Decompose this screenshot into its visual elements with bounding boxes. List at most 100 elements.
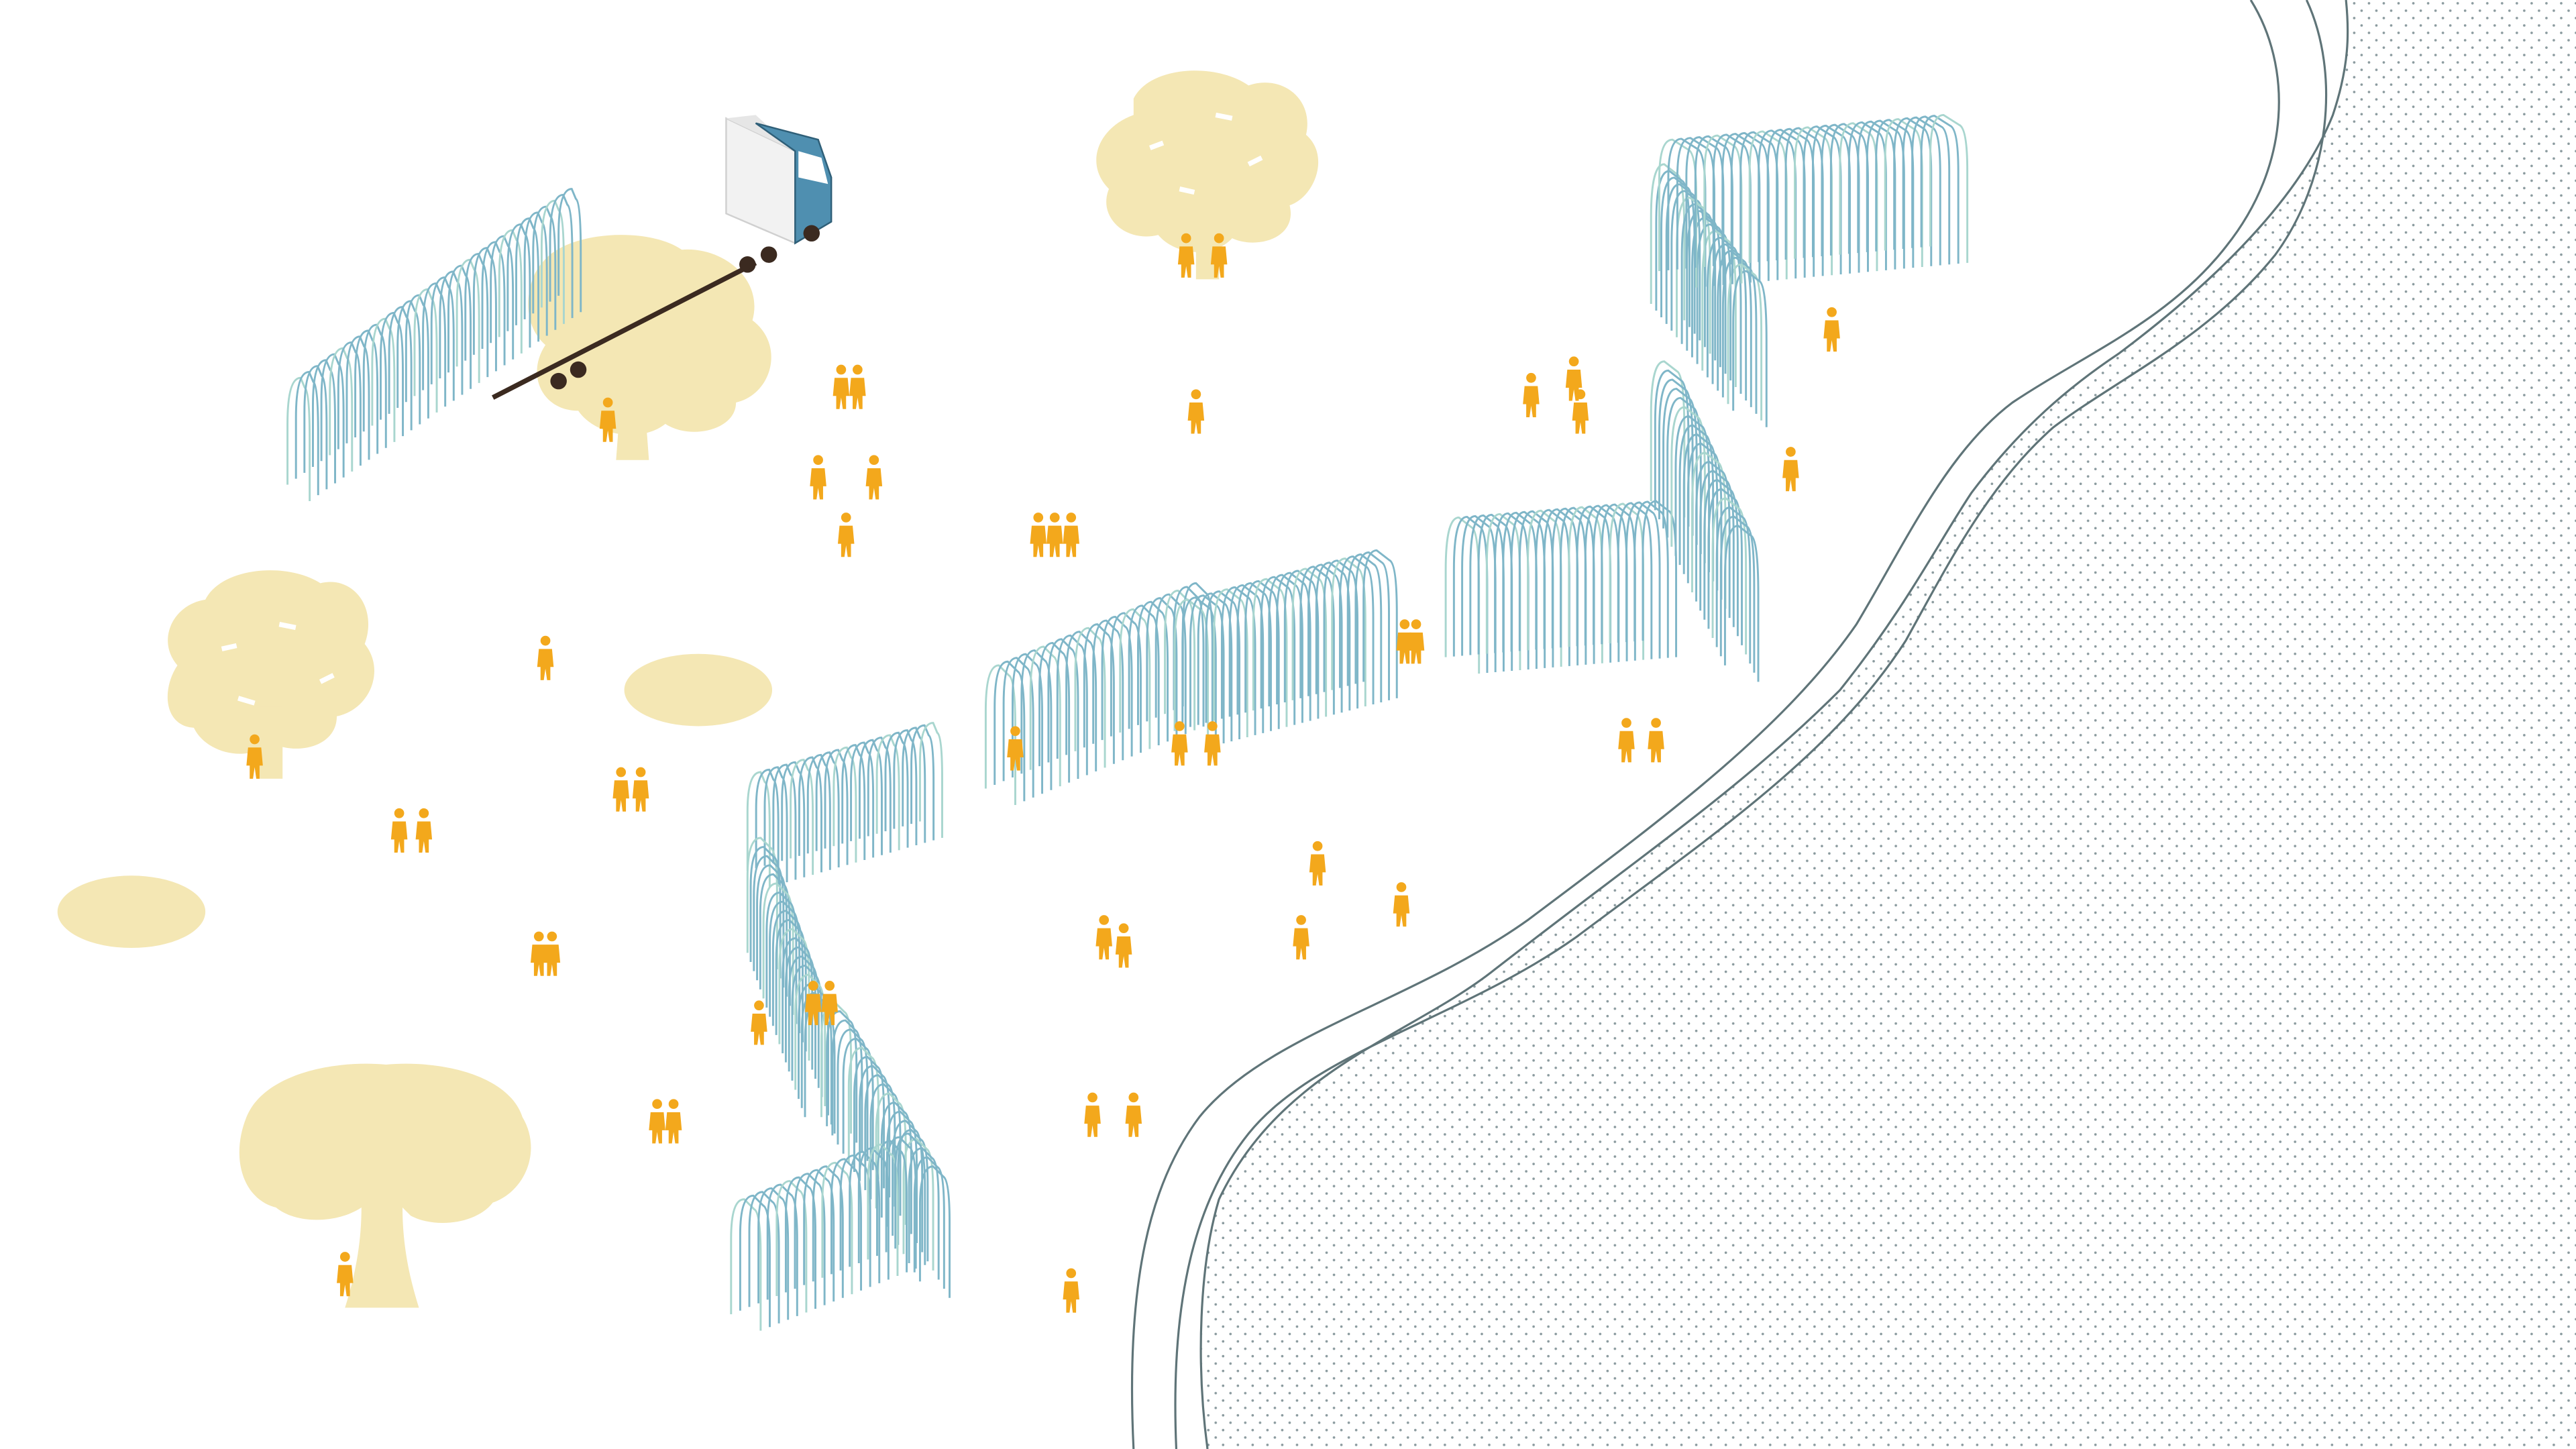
people	[246, 233, 1840, 1313]
pavilion-rib	[875, 1092, 907, 1225]
pavilion-rib	[1674, 415, 1711, 573]
pavilion-rib	[821, 1161, 853, 1295]
person-icon	[1204, 721, 1221, 766]
pavilion-rib	[311, 359, 336, 484]
pavilion-rib	[790, 759, 814, 875]
person-icon	[1523, 372, 1540, 418]
pavilion-rib	[849, 1150, 881, 1283]
pavilion-rib	[833, 746, 857, 863]
pavilion-rib	[354, 329, 379, 454]
pavilion-rib	[1719, 515, 1756, 673]
pavilion-rib	[1695, 460, 1731, 619]
pavilion-rib	[820, 1001, 853, 1134]
person-icon	[415, 808, 433, 853]
person-icon	[1309, 841, 1326, 885]
pavilion-rib	[1717, 250, 1752, 407]
person-icon	[1407, 619, 1425, 664]
pavilion-rib	[762, 882, 794, 1015]
pavilion-rib	[826, 1010, 858, 1143]
pavilion-rib	[1727, 263, 1763, 421]
pavilion-rib	[775, 1180, 808, 1313]
pavilion-rib	[1011, 653, 1044, 794]
pavilion-rib	[815, 751, 840, 868]
pavilion-rib	[893, 729, 918, 845]
pavilion-rib	[864, 1074, 896, 1207]
pavilion-rib	[885, 1136, 917, 1269]
person-icon	[1572, 389, 1589, 434]
pavilion-rib	[1633, 500, 1669, 658]
pavilion-rib	[880, 1102, 912, 1234]
person-icon	[751, 1000, 767, 1045]
trees	[57, 70, 1319, 1308]
pavilion-rib	[1678, 424, 1715, 582]
person-icon	[849, 364, 866, 409]
shoreline-outer	[1130, 0, 2280, 1449]
pavilion-rib	[759, 873, 791, 1006]
pavilion-rib	[749, 846, 782, 979]
pavilion-rib	[481, 241, 506, 366]
pavilion-rib	[1029, 645, 1061, 787]
pavilion-rib	[830, 1158, 863, 1291]
pavilion-rib	[532, 205, 557, 330]
pavilion-rib	[730, 1198, 762, 1331]
pavilion-rib	[1101, 616, 1133, 757]
pavilion-rib	[918, 722, 943, 838]
person-icon	[1648, 718, 1664, 763]
pavilion-rib	[1711, 497, 1748, 655]
pavilion-rib	[837, 1028, 869, 1161]
pavilion-rib	[765, 892, 798, 1024]
pavilion-rib	[371, 317, 396, 442]
person-icon	[865, 455, 883, 500]
pavilion-rib	[869, 1083, 902, 1216]
person-icon	[337, 1252, 354, 1297]
pavilion-module	[1650, 360, 1760, 682]
pavilion-rib	[523, 211, 548, 336]
pavilion-rib	[775, 918, 807, 1052]
pavilion-rib	[464, 252, 489, 378]
pavilion-rib	[549, 193, 574, 319]
person-icon	[821, 981, 838, 1026]
pavilion-rib	[1625, 501, 1661, 659]
pavilion-rib	[515, 217, 540, 342]
pavilion-rib	[812, 1165, 844, 1298]
pavilion-rib	[498, 229, 523, 354]
pavilion-rib	[472, 247, 497, 372]
truck-window	[798, 151, 828, 184]
pavilion-rib	[430, 276, 455, 401]
pavilion-rib	[1655, 170, 1690, 327]
pavilion-rib	[1164, 590, 1196, 731]
pavilion-rib	[858, 739, 883, 855]
pavilion-rib	[1146, 597, 1178, 738]
pavilion-rib	[918, 1165, 951, 1298]
person-icon	[1396, 619, 1413, 664]
pavilion-rib	[769, 900, 801, 1034]
person-icon	[543, 931, 561, 976]
baobab-tree-icon	[239, 1063, 531, 1308]
pavilion-rib	[784, 1176, 816, 1309]
person-icon	[599, 397, 616, 442]
person-icon	[632, 767, 649, 812]
person-icon	[1293, 915, 1309, 960]
pavilion-rib	[1699, 470, 1735, 627]
person-icon	[246, 734, 263, 779]
pavilion-rib	[876, 1140, 908, 1273]
pavilion-rib	[748, 1191, 780, 1324]
pavilion-rib	[847, 1046, 879, 1179]
pavilion-rib	[766, 1183, 798, 1316]
pavilion-module	[746, 722, 943, 888]
pavilion-rib	[842, 1037, 874, 1171]
truck-wheel	[570, 361, 587, 378]
pavilion-rib	[782, 937, 814, 1070]
pavilion-rib	[329, 347, 354, 472]
pavilion-rib	[746, 771, 771, 888]
pavilion-rib	[885, 1110, 918, 1244]
pavilion-rib	[839, 1154, 871, 1287]
person-icon	[833, 364, 850, 409]
shoreline-inner	[1174, 0, 2328, 1449]
lake	[1130, 0, 2576, 1449]
pavilion-rib	[294, 370, 319, 496]
pavilion-rib	[286, 376, 311, 501]
pavilion-rib	[791, 964, 823, 1097]
pavilion-rib	[857, 1147, 890, 1280]
